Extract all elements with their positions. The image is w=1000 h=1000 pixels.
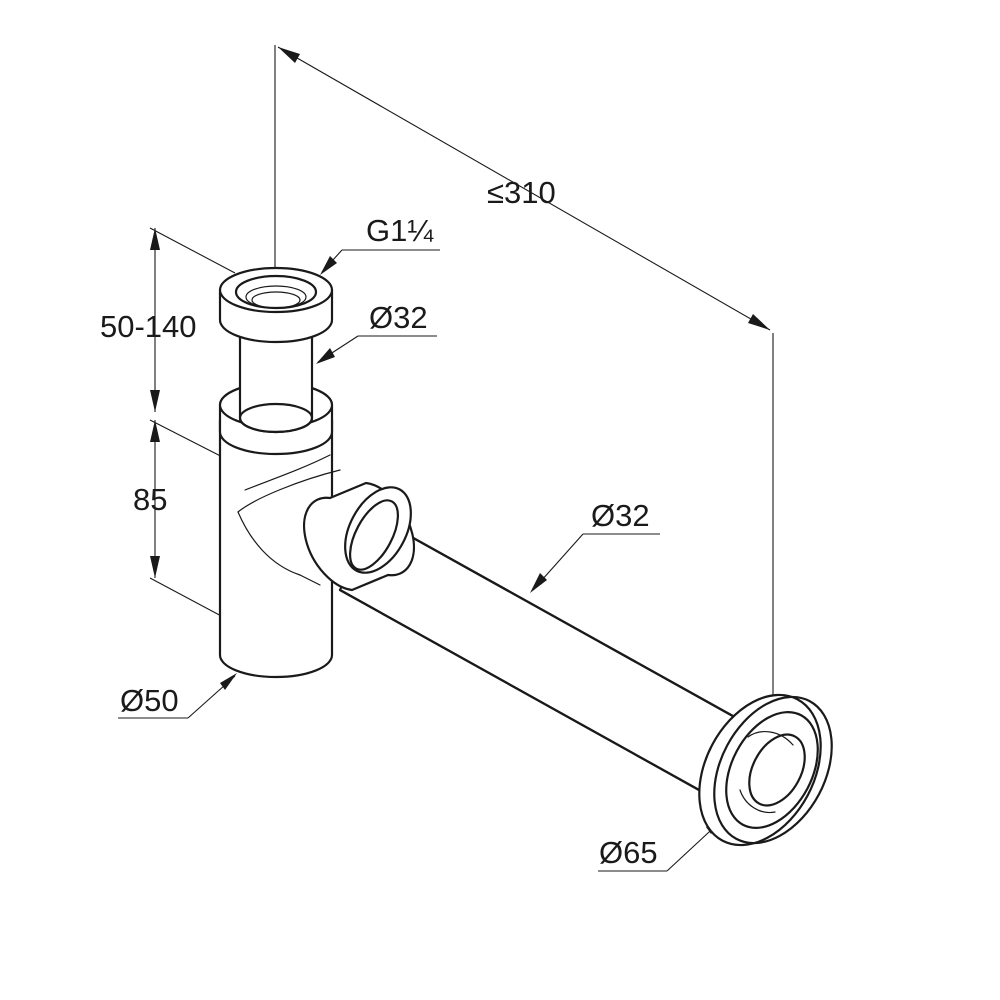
height-adjust-label: 50-140: [100, 309, 197, 344]
thread-label: G1¼: [366, 213, 434, 248]
inlet-pipe: [238, 333, 314, 434]
length-label: ≤310: [487, 175, 556, 210]
outlet-diameter-label: Ø32: [591, 498, 650, 533]
top-nut: [218, 266, 334, 344]
dimension-labels: ≤310 G1¼ Ø32 50-140 85 Ø32 Ø50 Ø65: [100, 175, 658, 870]
body-height-label: 85: [133, 482, 167, 517]
outlet-nut: [302, 481, 416, 592]
rosette-diameter-label: Ø65: [599, 835, 658, 870]
body-diameter-label: Ø50: [120, 683, 179, 718]
wall-rosette: [698, 693, 833, 847]
inlet-diameter-label: Ø32: [369, 300, 428, 335]
